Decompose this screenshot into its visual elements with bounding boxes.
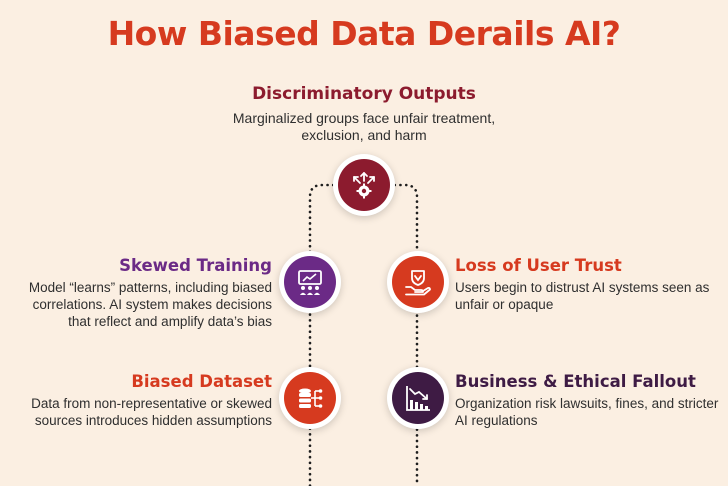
page-title: How Biased Data Derails AI? — [107, 14, 621, 53]
arrows-gear-icon — [353, 172, 375, 199]
loss-of-user-trust-heading: Loss of User Trust — [455, 256, 622, 275]
loss-of-user-trust-node — [392, 256, 444, 308]
biased-dataset-description: Data from non-representative or skewed s… — [31, 396, 272, 428]
loss-of-user-trust-description: Users begin to distrust AI systems seen … — [455, 280, 710, 312]
declining-chart-icon — [406, 386, 430, 411]
top-heading: Discriminatory Outputs — [252, 84, 476, 104]
business-ethical-fallout-description: Organization risk lawsuits, fines, and s… — [455, 396, 719, 428]
biased-dataset-heading: Biased Dataset — [131, 372, 272, 391]
hand-shield-icon — [405, 270, 431, 296]
top-description: Marginalized groups face unfair treatmen… — [232, 110, 496, 143]
business-ethical-fallout-label: Business & Ethical Fallout Organization … — [455, 372, 720, 429]
skewed-training-heading: Skewed Training — [119, 256, 272, 275]
business-ethical-fallout-node — [392, 372, 444, 424]
biased-dataset-label: Biased Dataset Data from non-representat… — [8, 372, 272, 429]
skewed-training-description: Model “learns” patterns, including biase… — [28, 280, 272, 329]
skewed-training-node — [284, 256, 336, 308]
top-block: Discriminatory Outputs Marginalized grou… — [0, 84, 728, 144]
loss-of-user-trust-label: Loss of User Trust Users begin to distru… — [455, 256, 720, 313]
biased-dataset-node — [284, 372, 336, 424]
database-network-icon — [299, 388, 323, 408]
business-ethical-fallout-heading: Business & Ethical Fallout — [455, 372, 696, 391]
top-node — [338, 159, 390, 211]
training-presentation-icon — [298, 270, 322, 295]
skewed-training-label: Skewed Training Model “learns” patterns,… — [8, 256, 272, 330]
